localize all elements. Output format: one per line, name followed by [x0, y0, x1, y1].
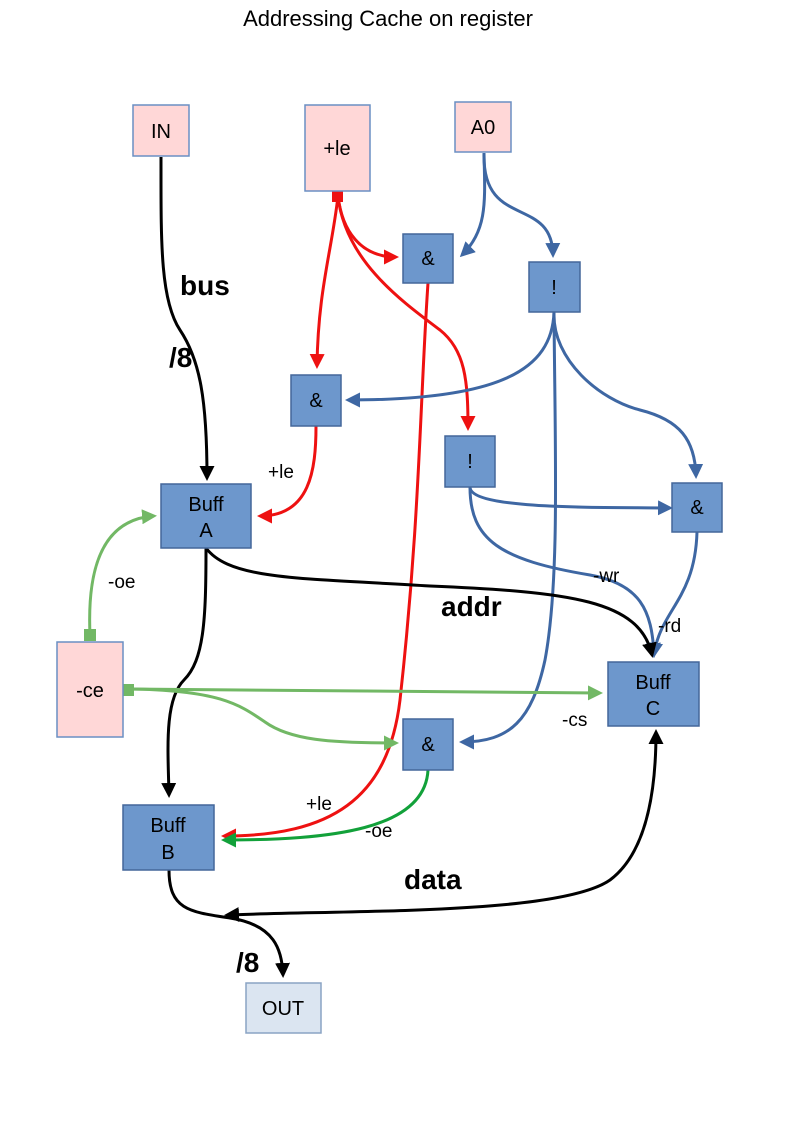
gate-and-bottom[interactable]: & [402, 718, 454, 771]
gate-not-mid[interactable]: ! [444, 435, 496, 488]
buffer-c[interactable]: Buff C [607, 661, 700, 727]
label-oe-buff-a: -oe [108, 572, 135, 593]
wire-a0-to-not-top [482, 152, 561, 258]
label-bus: bus [180, 270, 230, 301]
gate-and-right-label: & [690, 497, 704, 519]
wire-and-top-to-buff-b [221, 282, 430, 844]
ce-connector-right [122, 684, 134, 696]
gate-and-top-label: & [421, 248, 435, 270]
buffer-c-label-line2: C [646, 698, 660, 720]
gate-not-top-label: ! [551, 277, 557, 299]
le-connector [332, 191, 343, 202]
buffer-a[interactable]: Buff A [160, 483, 252, 549]
label-out-width: /8 [236, 947, 259, 978]
wire-not-mid-to-and-right [468, 486, 673, 516]
wire-not-top-to-and-left [345, 311, 556, 408]
buffer-c-label-line1: Buff [635, 672, 671, 694]
node-out[interactable]: OUT [245, 982, 322, 1034]
label-le-buff-a: +le [268, 462, 294, 483]
node-out-label: OUT [262, 998, 304, 1020]
node-le-input[interactable]: +le [304, 104, 371, 192]
buffer-b[interactable]: Buff B [122, 804, 215, 871]
node-ce-label: -ce [76, 680, 104, 702]
label-le-buff-b: +le [306, 794, 332, 815]
wire-le-to-not-mid [336, 195, 476, 431]
node-a0[interactable]: A0 [454, 101, 512, 153]
label-oe-buff-b: -oe [365, 821, 392, 842]
node-le-input-label: +le [323, 138, 350, 160]
node-ce[interactable]: -ce [56, 641, 124, 738]
wire-ce-to-buff-c [127, 685, 603, 701]
wire-data-bus [224, 729, 664, 923]
ce-connector-top [84, 629, 96, 641]
label-data: data [404, 864, 462, 895]
gate-not-mid-label: ! [467, 451, 473, 473]
buffer-a-label-line1: Buff [188, 494, 224, 516]
label-cs: -cs [562, 710, 587, 731]
gate-not-top[interactable]: ! [528, 261, 581, 313]
buffer-b-label-line2: B [161, 842, 174, 864]
gate-and-bottom-label: & [421, 734, 435, 756]
wire-a0-to-and-top [459, 152, 487, 258]
buffer-a-label-line2: A [199, 520, 213, 542]
wire-not-mid-to-buff-c [468, 486, 661, 658]
gate-and-top[interactable]: & [402, 233, 454, 284]
node-in[interactable]: IN [132, 104, 190, 157]
wire-not-top-to-and-right [552, 311, 704, 479]
node-a0-label: A0 [471, 117, 495, 139]
wire-buff-a-to-buff-c-addr [204, 547, 657, 658]
diagram-title: Addressing Cache on register [243, 6, 533, 31]
gate-and-left-label: & [309, 390, 323, 412]
buffer-b-label-line1: Buff [150, 815, 186, 837]
wire-in-to-buff-a [159, 156, 215, 481]
wire-and-right-to-buff-c [648, 531, 699, 658]
wire-buff-a-to-buff-b [161, 547, 208, 798]
gate-and-right[interactable]: & [671, 482, 723, 533]
label-bus-width: /8 [169, 342, 192, 373]
label-addr: addr [441, 591, 502, 622]
wire-and-left-to-buff-a [257, 425, 318, 524]
node-in-label: IN [151, 121, 171, 143]
wire-buff-b-to-out [167, 869, 291, 978]
wire-le-to-and-left [309, 195, 340, 369]
label-wr: -wr [593, 566, 620, 587]
gate-and-left[interactable]: & [290, 374, 342, 427]
label-rd: -rd [658, 616, 681, 637]
wire-ce-to-buff-a [88, 509, 157, 636]
